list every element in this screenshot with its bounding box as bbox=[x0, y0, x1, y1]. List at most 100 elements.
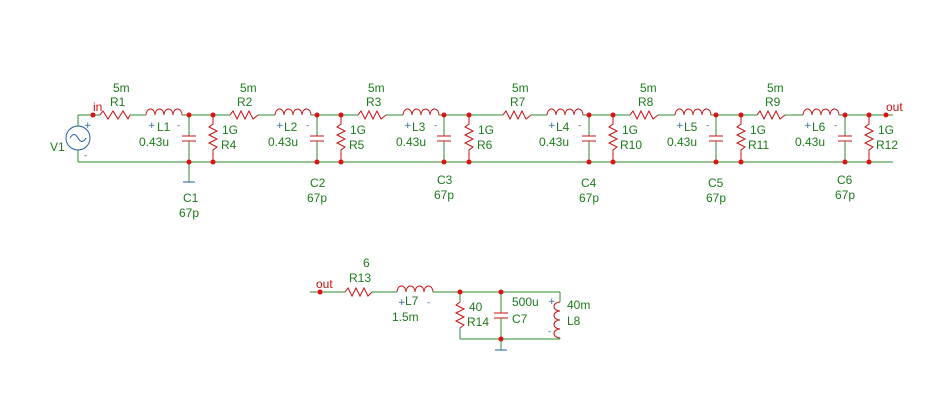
svg-text:R8: R8 bbox=[638, 95, 654, 109]
svg-text:R1: R1 bbox=[110, 95, 126, 109]
svg-text:+: + bbox=[548, 121, 556, 131]
stage-2: 5m R2 +- L2 0.43u C2 67p 1G R5 bbox=[229, 81, 366, 205]
svg-text:R4: R4 bbox=[221, 138, 237, 152]
svg-text:C7: C7 bbox=[512, 312, 528, 326]
svg-text:-: - bbox=[578, 121, 581, 131]
svg-text:L1: L1 bbox=[157, 120, 171, 134]
resistor-r4 bbox=[207, 115, 219, 162]
svg-text:0.43u: 0.43u bbox=[139, 135, 169, 149]
svg-text:6: 6 bbox=[363, 256, 370, 270]
load-network: out 6 R13 +- L7 1.5m 40 R14 500u C7 +- bbox=[310, 256, 590, 351]
v1-label: V1 bbox=[50, 140, 65, 154]
svg-text:67p: 67p bbox=[835, 188, 855, 202]
resistor-r3 bbox=[357, 109, 387, 121]
stage-5: 5m R8 +- L5 0.43u C5 67p 1G R11 bbox=[629, 81, 769, 205]
svg-text:R11: R11 bbox=[748, 138, 769, 152]
svg-text:-: - bbox=[434, 121, 437, 131]
svg-text:+: + bbox=[676, 121, 684, 131]
svg-text:0.43u: 0.43u bbox=[795, 135, 825, 149]
resistor-r9 bbox=[756, 109, 786, 121]
svg-text:+: + bbox=[84, 121, 92, 131]
svg-text:R6: R6 bbox=[477, 138, 493, 152]
inductor-l3 bbox=[402, 108, 440, 116]
ac-source-icon bbox=[65, 125, 91, 151]
junction-nodes bbox=[90, 112, 889, 165]
resistor-r13 bbox=[344, 286, 373, 298]
resistor-r2 bbox=[229, 109, 259, 121]
svg-text:C1: C1 bbox=[183, 191, 199, 205]
svg-text:+: + bbox=[148, 121, 156, 131]
svg-text:L3: L3 bbox=[412, 120, 426, 134]
svg-text:R13: R13 bbox=[349, 271, 371, 285]
svg-text:-: - bbox=[427, 298, 430, 308]
net-label-out-load: out bbox=[316, 277, 333, 291]
svg-text:R3: R3 bbox=[366, 95, 382, 109]
svg-text:C2: C2 bbox=[310, 176, 326, 190]
svg-text:R7: R7 bbox=[510, 95, 526, 109]
resistor-r12 bbox=[863, 115, 875, 162]
svg-text:R12: R12 bbox=[876, 138, 898, 152]
svg-text:5m: 5m bbox=[767, 81, 784, 95]
svg-text:1G: 1G bbox=[478, 123, 494, 137]
svg-text:40: 40 bbox=[469, 300, 483, 314]
svg-text:L8: L8 bbox=[567, 314, 581, 328]
svg-text:67p: 67p bbox=[579, 191, 599, 205]
svg-text:L7: L7 bbox=[405, 294, 419, 308]
svg-text:1G: 1G bbox=[750, 123, 766, 137]
inductor-l5 bbox=[674, 108, 712, 116]
svg-text:R5: R5 bbox=[349, 138, 365, 152]
resistor-r6 bbox=[463, 115, 475, 162]
svg-text:40m: 40m bbox=[567, 298, 590, 312]
voltage-source-v1: + - V1 bbox=[50, 121, 92, 161]
inductor-l7 bbox=[396, 285, 434, 293]
net-label-out: out bbox=[886, 100, 903, 114]
svg-text:R14: R14 bbox=[467, 315, 489, 329]
svg-text:67p: 67p bbox=[307, 191, 327, 205]
svg-text:-: - bbox=[84, 151, 87, 161]
stage-4: 5m R7 +- L4 0.43u C4 67p 1G R10 bbox=[502, 81, 642, 205]
svg-text:C5: C5 bbox=[708, 176, 724, 190]
svg-text:0.43u: 0.43u bbox=[396, 135, 426, 149]
inductor-l2 bbox=[274, 108, 312, 116]
resistor-r8 bbox=[629, 109, 659, 121]
svg-text:1.5m: 1.5m bbox=[392, 310, 419, 324]
svg-text:-: - bbox=[306, 121, 309, 131]
resistor-r1 bbox=[99, 110, 131, 121]
svg-text:-: - bbox=[548, 327, 551, 337]
svg-text:0.43u: 0.43u bbox=[667, 135, 697, 149]
svg-text:L4: L4 bbox=[556, 120, 570, 134]
svg-text:R2: R2 bbox=[237, 95, 253, 109]
svg-text:67p: 67p bbox=[179, 206, 199, 220]
svg-text:L2: L2 bbox=[284, 120, 298, 134]
svg-text:1G: 1G bbox=[622, 123, 638, 137]
svg-text:+: + bbox=[548, 297, 556, 307]
svg-text:-: - bbox=[706, 121, 709, 131]
stage-6: 5m R9 +- L6 0.43u C6 67p 1G R12 bbox=[756, 81, 898, 202]
svg-text:C4: C4 bbox=[581, 176, 597, 190]
svg-text:1G: 1G bbox=[350, 123, 366, 137]
svg-text:-: - bbox=[834, 121, 837, 131]
svg-text:R10: R10 bbox=[620, 138, 642, 152]
resistor-r7 bbox=[502, 109, 532, 121]
svg-text:R9: R9 bbox=[765, 95, 781, 109]
svg-text:-: - bbox=[177, 121, 180, 131]
svg-text:0.43u: 0.43u bbox=[539, 135, 569, 149]
svg-text:5m: 5m bbox=[113, 81, 130, 95]
svg-text:+: + bbox=[804, 121, 812, 131]
inductor-l8 bbox=[553, 301, 561, 339]
net-label-in: in bbox=[93, 100, 102, 114]
svg-text:500u: 500u bbox=[512, 295, 539, 309]
svg-text:5m: 5m bbox=[240, 81, 257, 95]
svg-text:C6: C6 bbox=[837, 173, 853, 187]
svg-text:C3: C3 bbox=[437, 173, 453, 187]
resistor-r14 bbox=[454, 301, 466, 329]
stage-3: 5m R3 +- L3 0.43u C3 67p 1G R6 bbox=[357, 81, 494, 202]
resistor-r11 bbox=[735, 115, 747, 162]
inductor-l1 bbox=[145, 108, 183, 116]
svg-text:L6: L6 bbox=[812, 120, 826, 134]
inductor-l4 bbox=[546, 108, 584, 116]
svg-text:1G: 1G bbox=[222, 123, 238, 137]
resistor-r10 bbox=[607, 115, 619, 162]
resistor-r5 bbox=[335, 115, 347, 162]
svg-text:5m: 5m bbox=[640, 81, 657, 95]
